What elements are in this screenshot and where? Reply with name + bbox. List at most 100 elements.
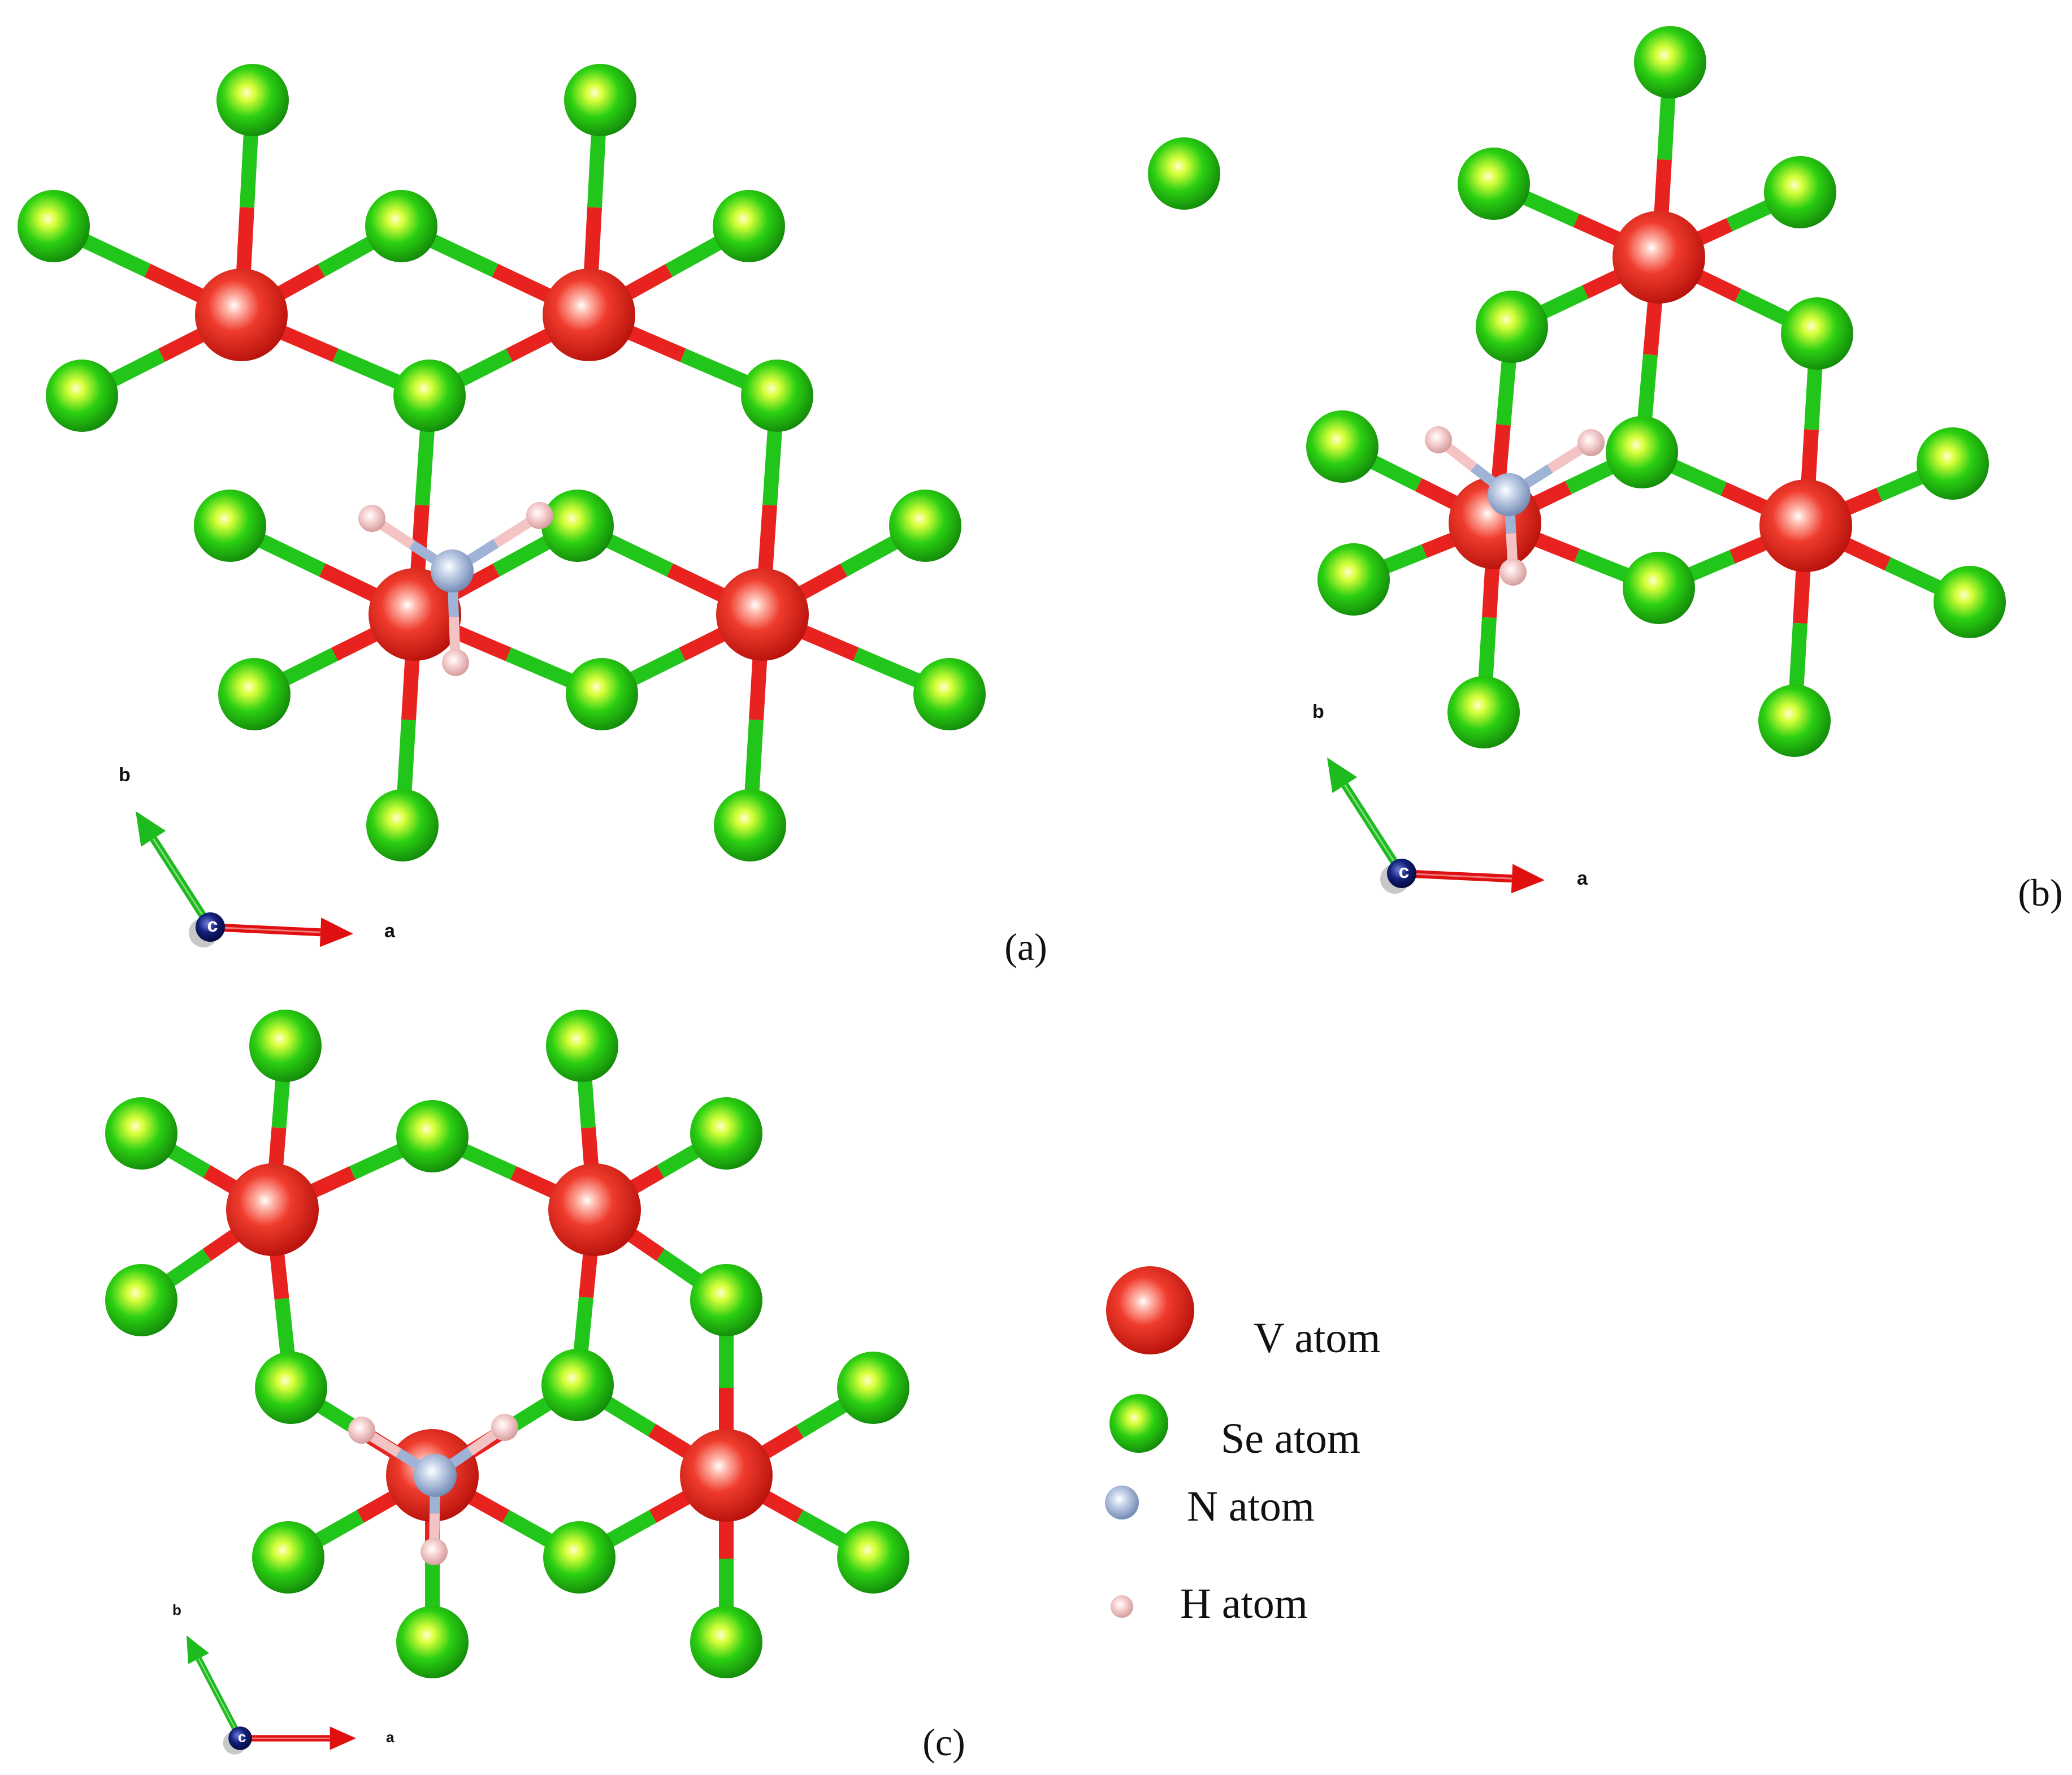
axis-c-label: c: [238, 1728, 246, 1745]
se-atom: [1758, 685, 1831, 757]
n-atom: [431, 549, 474, 592]
v-atom: [1612, 211, 1705, 304]
panel-a: c a b: [18, 64, 986, 947]
axis-c-marker: [228, 1726, 252, 1750]
panel-label-b: (b): [2018, 871, 2062, 914]
nh3-molecule: [358, 502, 553, 676]
axis-a-label: a: [1577, 868, 1588, 889]
axis-b-arrow-head: [136, 811, 166, 847]
se-atom: [1606, 416, 1678, 488]
v-atom: [543, 269, 635, 361]
axis-a-arrow-head: [330, 1726, 356, 1750]
se-atom: [1623, 552, 1695, 624]
axis-c-label: c: [207, 915, 218, 936]
axis-a-arrow-head: [319, 917, 353, 947]
legend-swatch-h: [1111, 1595, 1133, 1618]
se-atom: [194, 490, 266, 562]
axes-indicator: c a b: [172, 1601, 395, 1755]
se-atom: [714, 789, 786, 861]
axis-b-arrow-head: [1327, 757, 1358, 793]
h-atom: [1577, 429, 1605, 456]
axis-c-marker: [196, 912, 225, 942]
legend-swatch-n: [1105, 1486, 1139, 1519]
se-atom: [393, 360, 466, 432]
axis-a-arrow-head: [1511, 864, 1545, 894]
axis-b-arrow-shaft: [150, 836, 214, 929]
legend-text-se: Se atom: [1221, 1415, 1360, 1462]
se-atom: [837, 1352, 909, 1424]
se-atom: [1148, 137, 1220, 210]
n-atom: [414, 1454, 457, 1497]
nh3-molecule: [1425, 426, 1605, 586]
se-atom: [690, 1264, 762, 1336]
panel-labels: (a) (b) (c): [922, 871, 2062, 1764]
legend: V atom Se atom N atom H atom: [1105, 1266, 1380, 1627]
axis-a-label: a: [384, 920, 396, 942]
se-atom: [1458, 148, 1530, 220]
v-atom: [195, 269, 288, 361]
atoms: [105, 1010, 909, 1678]
axis-b-arrow-shaft: [1341, 782, 1405, 876]
axis-b-arrow-head: [187, 1635, 209, 1664]
h-atom: [1499, 559, 1527, 586]
se-atom: [713, 190, 785, 262]
axis-b-label: b: [119, 764, 131, 786]
axis-b-arrow-highlight: [198, 1658, 241, 1739]
legend-item-v: V atom: [1106, 1266, 1380, 1362]
se-atom: [741, 360, 813, 432]
axis-c-label: c: [1399, 861, 1410, 882]
se-atom: [18, 190, 90, 262]
se-atom: [543, 1521, 615, 1594]
v-atom: [1759, 479, 1852, 572]
se-atom: [690, 1097, 762, 1170]
se-atom: [252, 1521, 324, 1594]
axis-a-arrow-highlight: [1401, 872, 1512, 880]
bonds: [137, 1045, 877, 1642]
axis-b-arrow-highlight: [153, 838, 211, 928]
axis-a-label: a: [386, 1729, 395, 1746]
v-atom: [369, 568, 461, 661]
panel-c: c a b: [105, 1010, 909, 1755]
se-atom: [913, 658, 986, 730]
se-atom: [396, 1606, 469, 1678]
se-atom: [837, 1521, 909, 1594]
se-atom: [889, 490, 961, 562]
nh3-molecule: [348, 1414, 518, 1565]
se-atom: [216, 64, 289, 136]
legend-swatch-se: [1109, 1394, 1168, 1453]
h-atom: [442, 649, 469, 676]
se-atom: [1917, 427, 1989, 500]
h-atom: [348, 1417, 375, 1444]
se-atom: [564, 64, 636, 136]
se-atom: [1476, 291, 1548, 363]
se-atom: [1306, 410, 1379, 483]
axis-b-arrow-highlight: [1344, 784, 1403, 874]
legend-item-h: H atom: [1111, 1580, 1308, 1627]
h-atom: [526, 502, 553, 529]
h-atom: [491, 1414, 518, 1441]
h-atom: [421, 1538, 448, 1565]
se-atom: [366, 789, 439, 861]
se-atom: [1447, 676, 1520, 748]
panel-label-c: (c): [922, 1721, 965, 1764]
h-atom: [1425, 426, 1452, 453]
axis-a-arrow-shaft: [1401, 869, 1512, 883]
v-atom: [548, 1163, 641, 1256]
se-atom: [255, 1352, 327, 1424]
se-atom: [690, 1606, 762, 1678]
se-atom: [541, 1349, 614, 1421]
se-atom: [365, 190, 437, 262]
axis-a-arrow-shaft: [210, 923, 321, 937]
n-atom: [1488, 473, 1531, 516]
axis-a-arrow-highlight: [210, 926, 321, 933]
se-atom: [546, 1010, 618, 1082]
se-atom: [396, 1100, 469, 1172]
legend-text-h: H atom: [1180, 1580, 1308, 1627]
axis-b-label: b: [172, 1601, 181, 1618]
legend-item-se: Se atom: [1109, 1394, 1360, 1462]
se-atom: [105, 1097, 177, 1170]
se-atom: [1317, 543, 1390, 616]
